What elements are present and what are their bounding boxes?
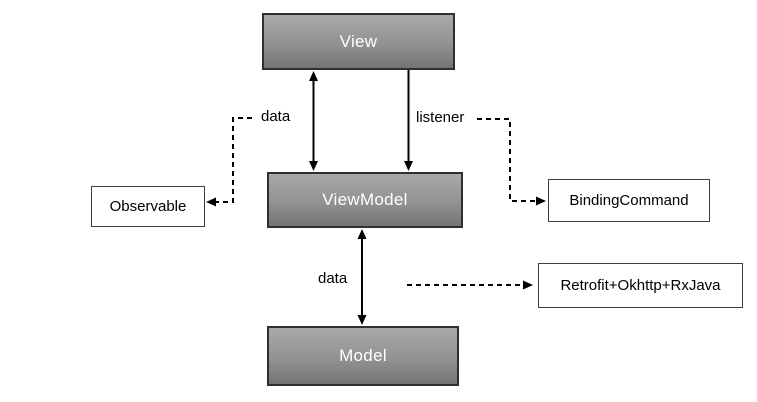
viewmodel-model-data-arrow bbox=[357, 229, 367, 325]
edge-label-listener: listener bbox=[416, 109, 465, 126]
edge-label-data-top: data bbox=[261, 108, 291, 125]
viewmodel-observable-dashed-arrow bbox=[206, 117, 252, 207]
node-viewmodel: ViewModel bbox=[267, 172, 463, 228]
node-viewmodel-label: ViewModel bbox=[322, 190, 408, 209]
node-bindingcommand: BindingCommand bbox=[548, 179, 710, 222]
node-bindingcommand-label: BindingCommand bbox=[569, 192, 689, 209]
node-model-label: Model bbox=[339, 346, 387, 365]
viewmodel-bindingcommand-dashed-arrow bbox=[477, 118, 546, 206]
node-observable: Observable bbox=[91, 186, 205, 227]
node-retrofit-label: Retrofit+Okhttp+RxJava bbox=[560, 277, 721, 294]
node-view: View bbox=[262, 13, 455, 70]
node-retrofit: Retrofit+Okhttp+RxJava bbox=[538, 263, 743, 308]
viewmodel-retrofit-dashed-arrow bbox=[407, 280, 533, 290]
view-viewmodel-listener-arrow bbox=[404, 70, 413, 171]
node-model: Model bbox=[267, 326, 459, 386]
view-viewmodel-data-arrow bbox=[309, 71, 318, 171]
node-view-label: View bbox=[339, 31, 378, 51]
node-observable-label: Observable bbox=[109, 198, 187, 215]
edge-label-data-middle: data bbox=[318, 270, 348, 287]
